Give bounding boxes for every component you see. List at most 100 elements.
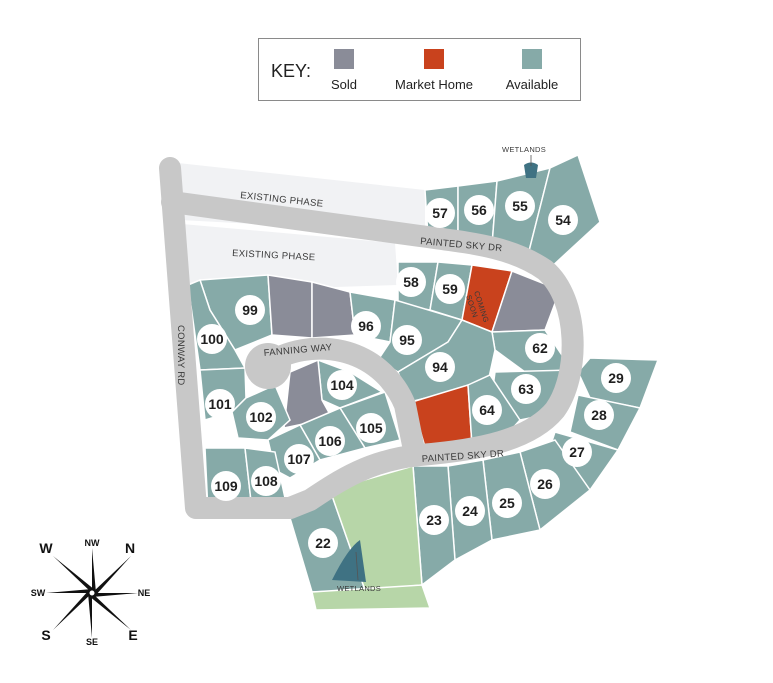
- svg-text:28: 28: [591, 407, 607, 423]
- key-item-sold: Sold: [289, 49, 399, 92]
- conway-rd: [159, 157, 301, 519]
- key-label-market-home: Market Home: [394, 77, 474, 92]
- compass-nw: NW: [85, 538, 100, 548]
- compass-ne: NE: [138, 588, 151, 598]
- svg-text:24: 24: [462, 503, 478, 519]
- lot-labels: 57 56 55 54 58 59 99 100 96 95 62 94 104…: [197, 191, 631, 558]
- svg-text:56: 56: [471, 202, 487, 218]
- wetlands-label-top: WETLANDS: [502, 145, 546, 154]
- svg-text:27: 27: [569, 444, 585, 460]
- wetlands-label-bottom: WETLANDS: [337, 584, 381, 593]
- svg-text:63: 63: [518, 381, 534, 397]
- lot-badge-56[interactable]: 56: [464, 195, 494, 225]
- lot-sold-1[interactable]: [267, 274, 313, 339]
- compass-arm-sw: [46, 589, 92, 593]
- svg-text:62: 62: [532, 340, 548, 356]
- key-label-available: Available: [505, 77, 559, 92]
- lot-badge-94[interactable]: 94: [425, 352, 455, 382]
- compass-n: N: [125, 540, 135, 556]
- existing-phase-bottom: [182, 224, 398, 292]
- lot-badge-25[interactable]: 25: [492, 488, 522, 518]
- svg-text:55: 55: [512, 198, 528, 214]
- open-space-strip: [311, 584, 432, 611]
- svg-text:96: 96: [358, 318, 374, 334]
- lot-badge-107[interactable]: 107: [284, 444, 314, 474]
- compass-e: E: [128, 627, 137, 643]
- compass-arm-ne: [92, 593, 138, 597]
- key-label-sold: Sold: [330, 77, 358, 92]
- compass-w: W: [39, 540, 53, 556]
- lot-badge-22[interactable]: 22: [308, 528, 338, 558]
- lot-badge-99[interactable]: 99: [235, 295, 265, 325]
- svg-text:94: 94: [432, 359, 448, 375]
- compass-arm-w: [53, 556, 95, 593]
- key-swatch-market-home: [424, 49, 444, 69]
- lot-badge-59[interactable]: 59: [435, 274, 465, 304]
- svg-text:107: 107: [287, 451, 311, 467]
- svg-text:106: 106: [318, 433, 342, 449]
- compass-s: S: [41, 627, 50, 643]
- lot-badge-27[interactable]: 27: [562, 437, 592, 467]
- lot-badge-109[interactable]: 109: [211, 471, 241, 501]
- svg-text:25: 25: [499, 495, 515, 511]
- lot-badge-108[interactable]: 108: [251, 466, 281, 496]
- compass-arm-nw: [92, 548, 96, 593]
- lot-badge-28[interactable]: 28: [584, 400, 614, 430]
- svg-text:100: 100: [200, 331, 224, 347]
- svg-text:95: 95: [399, 332, 415, 348]
- conway-rd-label: CONWAY RD: [175, 325, 186, 386]
- svg-text:54: 54: [555, 212, 571, 228]
- svg-text:102: 102: [249, 409, 273, 425]
- svg-text:101: 101: [208, 396, 232, 412]
- lot-badge-100[interactable]: 100: [197, 324, 227, 354]
- key-title: KEY:: [271, 61, 312, 81]
- lot-badge-64[interactable]: 64: [472, 395, 502, 425]
- fanning-way-cul-de-sac: [245, 343, 291, 389]
- lot-badge-102[interactable]: 102: [246, 402, 276, 432]
- lot-badge-54[interactable]: 54: [548, 205, 578, 235]
- svg-text:105: 105: [359, 420, 383, 436]
- lot-badge-55[interactable]: 55: [505, 191, 535, 221]
- existing-phase-label-2: EXISTING PHASE: [232, 248, 316, 263]
- compass-se: SE: [86, 637, 98, 647]
- lot-badge-96[interactable]: 96: [351, 311, 381, 341]
- lot-badge-101[interactable]: 101: [205, 389, 235, 419]
- compass-rose: N NW W NE SW S SE E: [31, 538, 151, 647]
- lot-badge-58[interactable]: 58: [396, 267, 426, 297]
- compass-arm-e: [89, 593, 131, 630]
- svg-text:26: 26: [537, 476, 553, 492]
- compass-arm-s: [53, 590, 92, 630]
- wetlands-pond-top: [524, 162, 538, 178]
- svg-text:99: 99: [242, 302, 258, 318]
- lot-badge-63[interactable]: 63: [511, 374, 541, 404]
- compass-arm-n: [92, 556, 131, 596]
- svg-text:57: 57: [432, 205, 448, 221]
- wetlands-pointer-bottom: [355, 551, 359, 581]
- svg-text:108: 108: [254, 473, 278, 489]
- svg-text:29: 29: [608, 370, 624, 386]
- svg-text:59: 59: [442, 281, 458, 297]
- svg-text:22: 22: [315, 535, 331, 551]
- svg-text:23: 23: [426, 512, 442, 528]
- lot-sold-2[interactable]: [311, 281, 356, 339]
- lot-badge-104[interactable]: 104: [327, 370, 357, 400]
- svg-text:109: 109: [214, 478, 238, 494]
- lot-badge-106[interactable]: 106: [315, 426, 345, 456]
- lot-badge-23[interactable]: 23: [419, 505, 449, 535]
- lot-badge-105[interactable]: 105: [356, 413, 386, 443]
- svg-text:104: 104: [330, 377, 354, 393]
- lot-badge-62[interactable]: 62: [525, 333, 555, 363]
- lot-badge-95[interactable]: 95: [392, 325, 422, 355]
- lot-badge-24[interactable]: 24: [455, 496, 485, 526]
- key-item-market-home: Market Home: [379, 49, 489, 92]
- compass-arm-se: [88, 593, 92, 638]
- lot-badge-57[interactable]: 57: [425, 198, 455, 228]
- key-item-available: Available: [477, 49, 587, 92]
- key-swatch-available: [522, 49, 542, 69]
- svg-text:64: 64: [479, 402, 495, 418]
- svg-text:58: 58: [403, 274, 419, 290]
- key-swatch-sold: [334, 49, 354, 69]
- lot-badge-29[interactable]: 29: [601, 363, 631, 393]
- lot-badge-26[interactable]: 26: [530, 469, 560, 499]
